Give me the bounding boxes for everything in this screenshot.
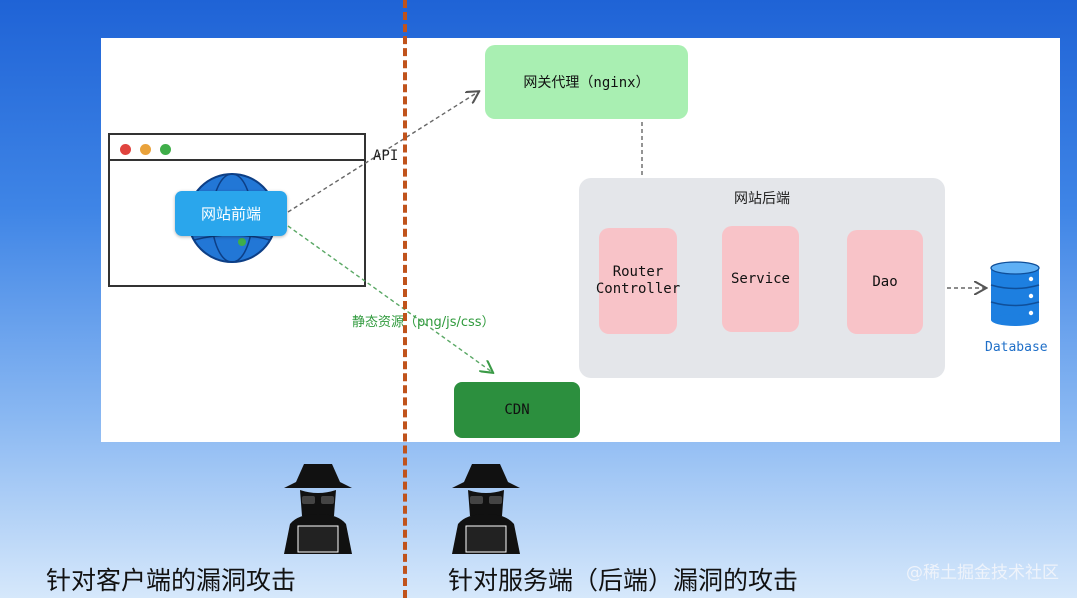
server-attack-caption: 针对服务端（后端）漏洞的攻击	[448, 566, 799, 595]
cdn-node: CDN	[454, 382, 580, 438]
static-resources-label: 静态资源（png/js/css）	[352, 315, 495, 330]
minimize-dot-icon	[140, 144, 151, 155]
api-label: API	[373, 148, 399, 164]
backend-title: 网站后端	[734, 191, 790, 207]
dao-node: Dao	[847, 230, 923, 334]
api-arrow	[287, 92, 478, 213]
browser-titlebar-divider	[110, 159, 364, 161]
watermark: @稀土掘金技术社区	[906, 563, 1059, 583]
router-controller-node: Router Controller	[596, 228, 680, 334]
close-dot-icon	[120, 144, 131, 155]
frontend-node: 网站前端	[175, 191, 287, 236]
client-attack-caption: 针对客户端的漏洞攻击	[46, 566, 297, 595]
maximize-dot-icon	[160, 144, 171, 155]
database-label: Database	[985, 340, 1048, 355]
client-server-divider	[403, 0, 407, 598]
service-node: Service	[722, 226, 799, 332]
gateway-node: 网关代理（nginx）	[485, 45, 688, 119]
